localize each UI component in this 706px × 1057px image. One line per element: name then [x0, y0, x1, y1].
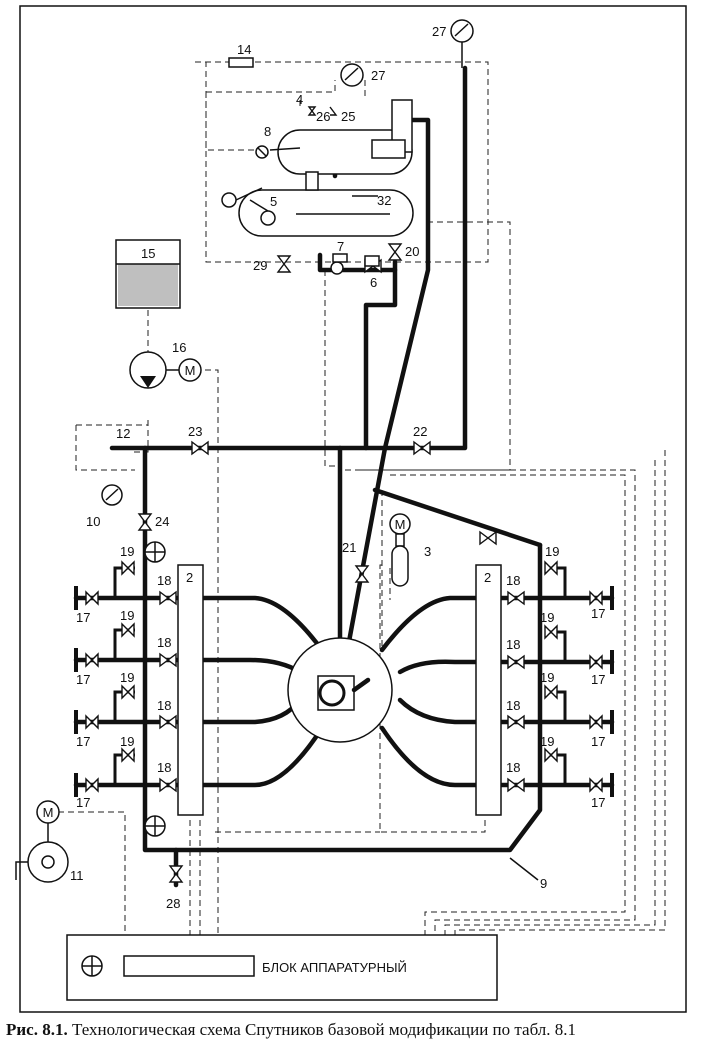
outer-frame	[19, 5, 687, 1013]
signal-lines	[48, 61, 666, 935]
label-18-r3: 18	[506, 698, 520, 713]
fan-motor-letter: M	[43, 805, 54, 820]
caption-text: Технологическая схема Спутников базовой …	[71, 1020, 577, 1039]
label-2-right: 2	[484, 570, 491, 585]
drive-motor-letter: M	[395, 517, 406, 532]
label-27-right: 27	[432, 24, 446, 39]
label-4: 4	[296, 92, 303, 107]
label-19-l2: 19	[120, 608, 134, 623]
label-8: 8	[264, 124, 271, 139]
caption-prefix: Рис. 8.1.	[6, 1020, 68, 1039]
label-17-r3: 17	[591, 734, 605, 749]
label-2-left: 2	[186, 570, 193, 585]
label-19-r3: 19	[540, 670, 554, 685]
pressure-gauges	[101, 19, 474, 506]
equipment-block-label: БЛОК АППАРАТУРНЫЙ	[262, 960, 407, 975]
label-18-l1: 18	[157, 573, 171, 588]
label-27-top: 27	[371, 68, 385, 83]
switch-unit	[287, 637, 393, 743]
valves	[85, 106, 603, 883]
label-25: 25	[341, 109, 355, 124]
drive-3: M	[389, 513, 411, 587]
label-17-l2: 17	[76, 672, 90, 687]
label-6: 6	[370, 275, 377, 290]
label-12: 12	[116, 426, 130, 441]
label-16: 16	[172, 340, 186, 355]
label-3: 3	[424, 544, 431, 559]
label-17-r2: 17	[591, 672, 605, 687]
label-18-r4: 18	[506, 760, 520, 775]
label-15: 15	[141, 246, 155, 261]
label-17-l1: 17	[76, 610, 90, 625]
tank-15	[115, 239, 181, 309]
label-19-r4: 19	[540, 734, 554, 749]
pump-motor-letter: M	[185, 363, 196, 378]
label-20: 20	[405, 244, 419, 259]
equipment-block: БЛОК АППАРАТУРНЫЙ	[66, 934, 498, 1001]
label-23: 23	[188, 424, 202, 439]
label-19-r1: 19	[545, 544, 559, 559]
label-18-r2: 18	[506, 637, 520, 652]
inlet-flanges	[74, 586, 614, 797]
label-22: 22	[413, 424, 427, 439]
pump-16: M	[129, 351, 202, 389]
label-18-l3: 18	[157, 698, 171, 713]
label-17-l4: 17	[76, 795, 90, 810]
label-32: 32	[377, 193, 391, 208]
label-18-l4: 18	[157, 760, 171, 775]
label-18-l2: 18	[157, 635, 171, 650]
label-5: 5	[270, 194, 277, 209]
label-10: 10	[86, 514, 100, 529]
label-19-l4: 19	[120, 734, 134, 749]
label-26: 26	[316, 109, 330, 124]
label-17-l3: 17	[76, 734, 90, 749]
label-19-r2: 19	[540, 610, 554, 625]
label-24: 24	[155, 514, 169, 529]
fan-11: M	[15, 800, 69, 883]
figure-caption: Рис. 8.1. Технологическая схема Спутнико…	[6, 1020, 706, 1040]
label-28: 28	[166, 896, 180, 911]
label-17-r4: 17	[591, 795, 605, 810]
label-19-l3: 19	[120, 670, 134, 685]
number-labels: 14 27 27 4 26 25 8 5 32 7 20 29 6 15 16 …	[70, 24, 605, 911]
heaters	[177, 564, 502, 816]
label-14: 14	[237, 42, 251, 57]
heater-markers	[144, 541, 166, 837]
label-7: 7	[337, 239, 344, 254]
separator-vessels	[221, 99, 414, 275]
label-17-r1: 17	[591, 606, 605, 621]
label-19-l1: 19	[120, 544, 134, 559]
label-29: 29	[253, 258, 267, 273]
label-11: 11	[70, 868, 84, 883]
label-9: 9	[540, 876, 547, 891]
label-21: 21	[342, 540, 356, 555]
label-18-r1: 18	[506, 573, 520, 588]
